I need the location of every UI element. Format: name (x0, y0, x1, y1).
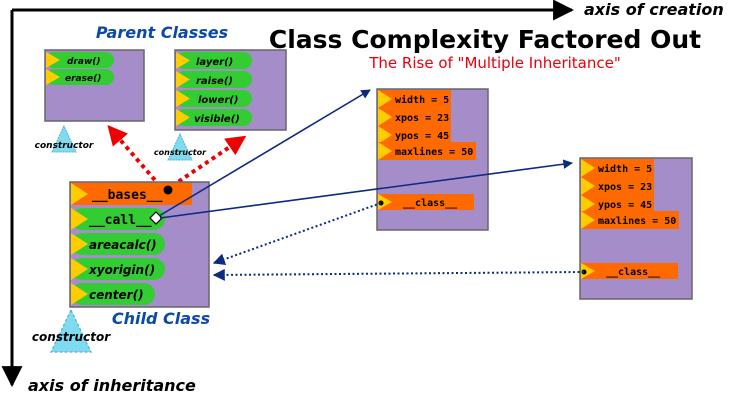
instance-2-class-link (212, 268, 585, 281)
triangle-flag-icon (71, 233, 88, 255)
method-pill: center() (71, 283, 155, 305)
triangle-flag-icon (581, 195, 595, 213)
attribute-label: width = 5 (598, 163, 652, 175)
triangle-flag-icon (176, 90, 190, 107)
method-label: raise() (196, 76, 233, 87)
diagram-title: Class Complexity Factored Out (269, 25, 701, 54)
special-attr: __call__ (71, 208, 165, 230)
attribute-row: width = 5 (581, 159, 654, 177)
method-label: areacalc() (89, 238, 157, 252)
method-pill: layer() (176, 52, 252, 69)
class-reference-label: __class__ (606, 267, 661, 278)
method-label: center() (89, 288, 144, 302)
class-reference-links (212, 202, 585, 281)
triangle-flag-icon (71, 283, 88, 305)
method-label: xyorigin() (88, 263, 155, 277)
constructor-label: constructor (154, 148, 207, 157)
axis-of-inheritance-label: axis of inheritance (28, 376, 196, 395)
method-label: draw() (67, 57, 101, 67)
constructor-triangle-icon (167, 132, 193, 161)
method-pill: xyorigin() (71, 258, 165, 280)
triangle-flag-icon (46, 69, 60, 85)
child-constructor: constructor (32, 308, 111, 353)
attribute-row: maxlines = 50 (581, 211, 679, 229)
attribute-row: maxlines = 50 (378, 142, 476, 160)
triangle-flag-icon (581, 159, 595, 177)
instance-2: width = 5 xpos = 23 ypos = 45 maxlines =… (579, 157, 693, 300)
attribute-row: ypos = 45 (581, 195, 654, 213)
call-creates-instance-2 (159, 159, 573, 219)
diagram-subtitle: The Rise of "Multiple Inheritance" (368, 54, 621, 72)
triangle-flag-icon (176, 109, 190, 126)
method-label: lower() (198, 95, 238, 106)
special-attr: __bases__ (71, 183, 192, 205)
method-pill: draw() (46, 52, 114, 68)
inherits-from-parent-1 (107, 124, 162, 188)
parent-class-1: draw() erase() (44, 49, 145, 122)
creation-links (158, 89, 573, 219)
parent-1-constructor: constructor (35, 124, 94, 153)
method-label: layer() (196, 57, 233, 68)
constructor-triangle-icon (51, 124, 77, 153)
child-class: __bases__ __call__ areacalc() xyorigin()… (69, 181, 210, 308)
triangle-flag-icon (581, 177, 595, 195)
triangle-flag-icon (581, 263, 595, 279)
attribute-row: xpos = 23 (378, 108, 451, 126)
triangle-flag-icon (71, 258, 88, 280)
call-label: __call__ (89, 213, 152, 228)
class-reference: __class__ (378, 194, 474, 210)
method-pill: erase() (46, 69, 114, 85)
triangle-flag-icon (176, 52, 190, 69)
class-reference: __class__ (581, 263, 678, 279)
attribute-label: ypos = 45 (598, 200, 652, 211)
constructor-triangle-icon (50, 308, 92, 353)
triangle-flag-icon (378, 142, 392, 160)
method-pill: lower() (176, 90, 252, 107)
attribute-row: ypos = 45 (378, 126, 451, 144)
axis-of-creation-label: axis of creation (584, 0, 724, 19)
triangle-flag-icon (378, 90, 392, 108)
attribute-label: width = 5 (395, 94, 449, 106)
class-reference-label: __class__ (403, 198, 458, 209)
instance-1-class-link (212, 202, 382, 265)
inherits-from-parent-2 (170, 135, 247, 188)
method-label: erase() (65, 74, 101, 84)
triangle-flag-icon (176, 71, 190, 88)
inheritance-links (107, 124, 247, 188)
method-pill: areacalc() (71, 233, 165, 255)
child-class-label: Child Class (112, 309, 210, 328)
instance-1: width = 5 xpos = 23 ypos = 45 maxlines =… (376, 88, 489, 231)
parent-2-constructor: constructor (154, 132, 207, 161)
attribute-label: maxlines = 50 (395, 146, 473, 158)
triangle-flag-icon (581, 211, 595, 229)
triangle-flag-icon (378, 126, 392, 144)
parent-classes-heading: Parent Classes (96, 23, 228, 42)
bases-label: __bases__ (92, 188, 163, 203)
parent-class-2: layer() raise() lower() visible() (174, 49, 287, 131)
triangle-flag-icon (378, 108, 392, 126)
bases-reference-dot (163, 185, 173, 195)
method-pill: raise() (176, 71, 252, 88)
axes: axis of creation axis of inheritance (1, 0, 724, 395)
attribute-row: xpos = 23 (581, 177, 654, 195)
method-label: visible() (194, 114, 240, 125)
triangle-flag-icon (71, 183, 88, 205)
call-creates-instance-1 (158, 89, 371, 217)
attribute-label: xpos = 23 (598, 182, 652, 193)
constructor-label: constructor (32, 330, 111, 344)
triangle-flag-icon (46, 52, 60, 68)
triangle-flag-icon (71, 208, 88, 230)
method-pill: visible() (176, 109, 252, 126)
constructor-label: constructor (35, 141, 94, 151)
triangle-flag-icon (378, 194, 392, 210)
attribute-label: maxlines = 50 (598, 215, 676, 227)
attribute-row: width = 5 (378, 90, 451, 108)
attribute-label: xpos = 23 (395, 113, 449, 124)
attribute-label: ypos = 45 (395, 131, 449, 142)
